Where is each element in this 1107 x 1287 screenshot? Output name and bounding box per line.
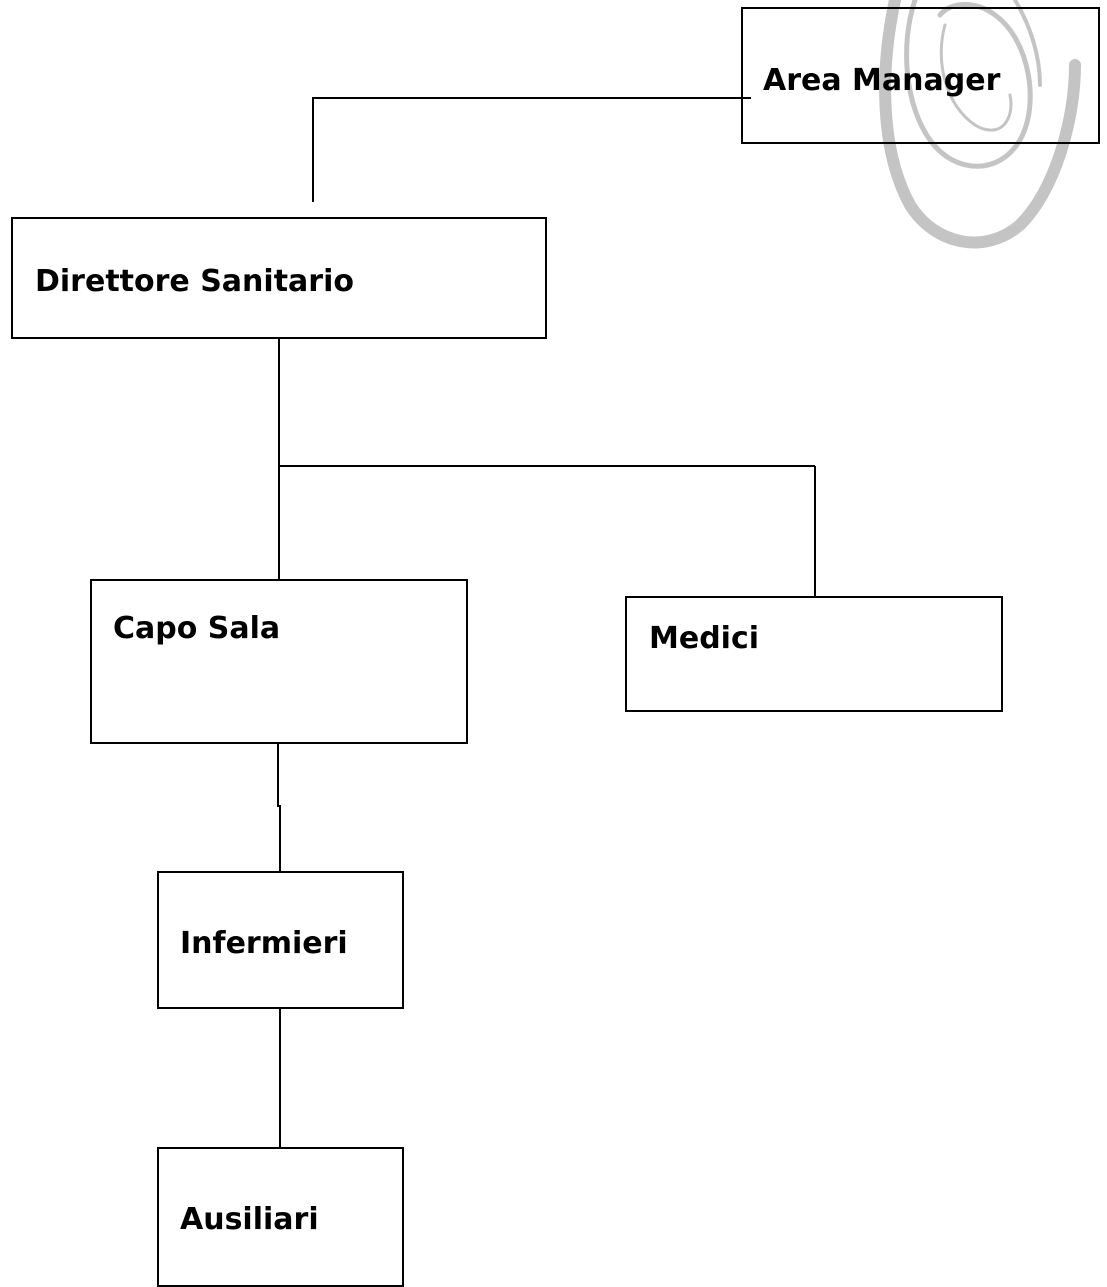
node-infermieri: Infermieri (157, 871, 404, 1009)
node-label-ausiliari: Ausiliari (180, 1202, 319, 1237)
connector-capo-sala-to-infermieri (277, 744, 281, 871)
node-area-manager: Area Manager (741, 7, 1100, 144)
watermark-inner-loop (904, 0, 1033, 169)
node-label-capo-sala: Capo Sala (113, 611, 281, 646)
node-direttore-sanitario: Direttore Sanitario (11, 217, 547, 339)
node-ausiliari: Ausiliari (157, 1147, 404, 1287)
watermark-inner-curl (939, 23, 1013, 132)
node-capo-sala: Capo Sala (90, 579, 468, 744)
node-label-infermieri: Infermieri (180, 926, 348, 961)
node-label-area-manager: Area Manager (763, 63, 1001, 98)
node-medici: Medici (625, 596, 1003, 712)
node-label-direttore-sanitario: Direttore Sanitario (35, 264, 354, 299)
watermark-outer-arc (879, 0, 1081, 249)
node-label-medici: Medici (649, 621, 760, 656)
connector-area-manager-to-direttore (312, 97, 751, 202)
